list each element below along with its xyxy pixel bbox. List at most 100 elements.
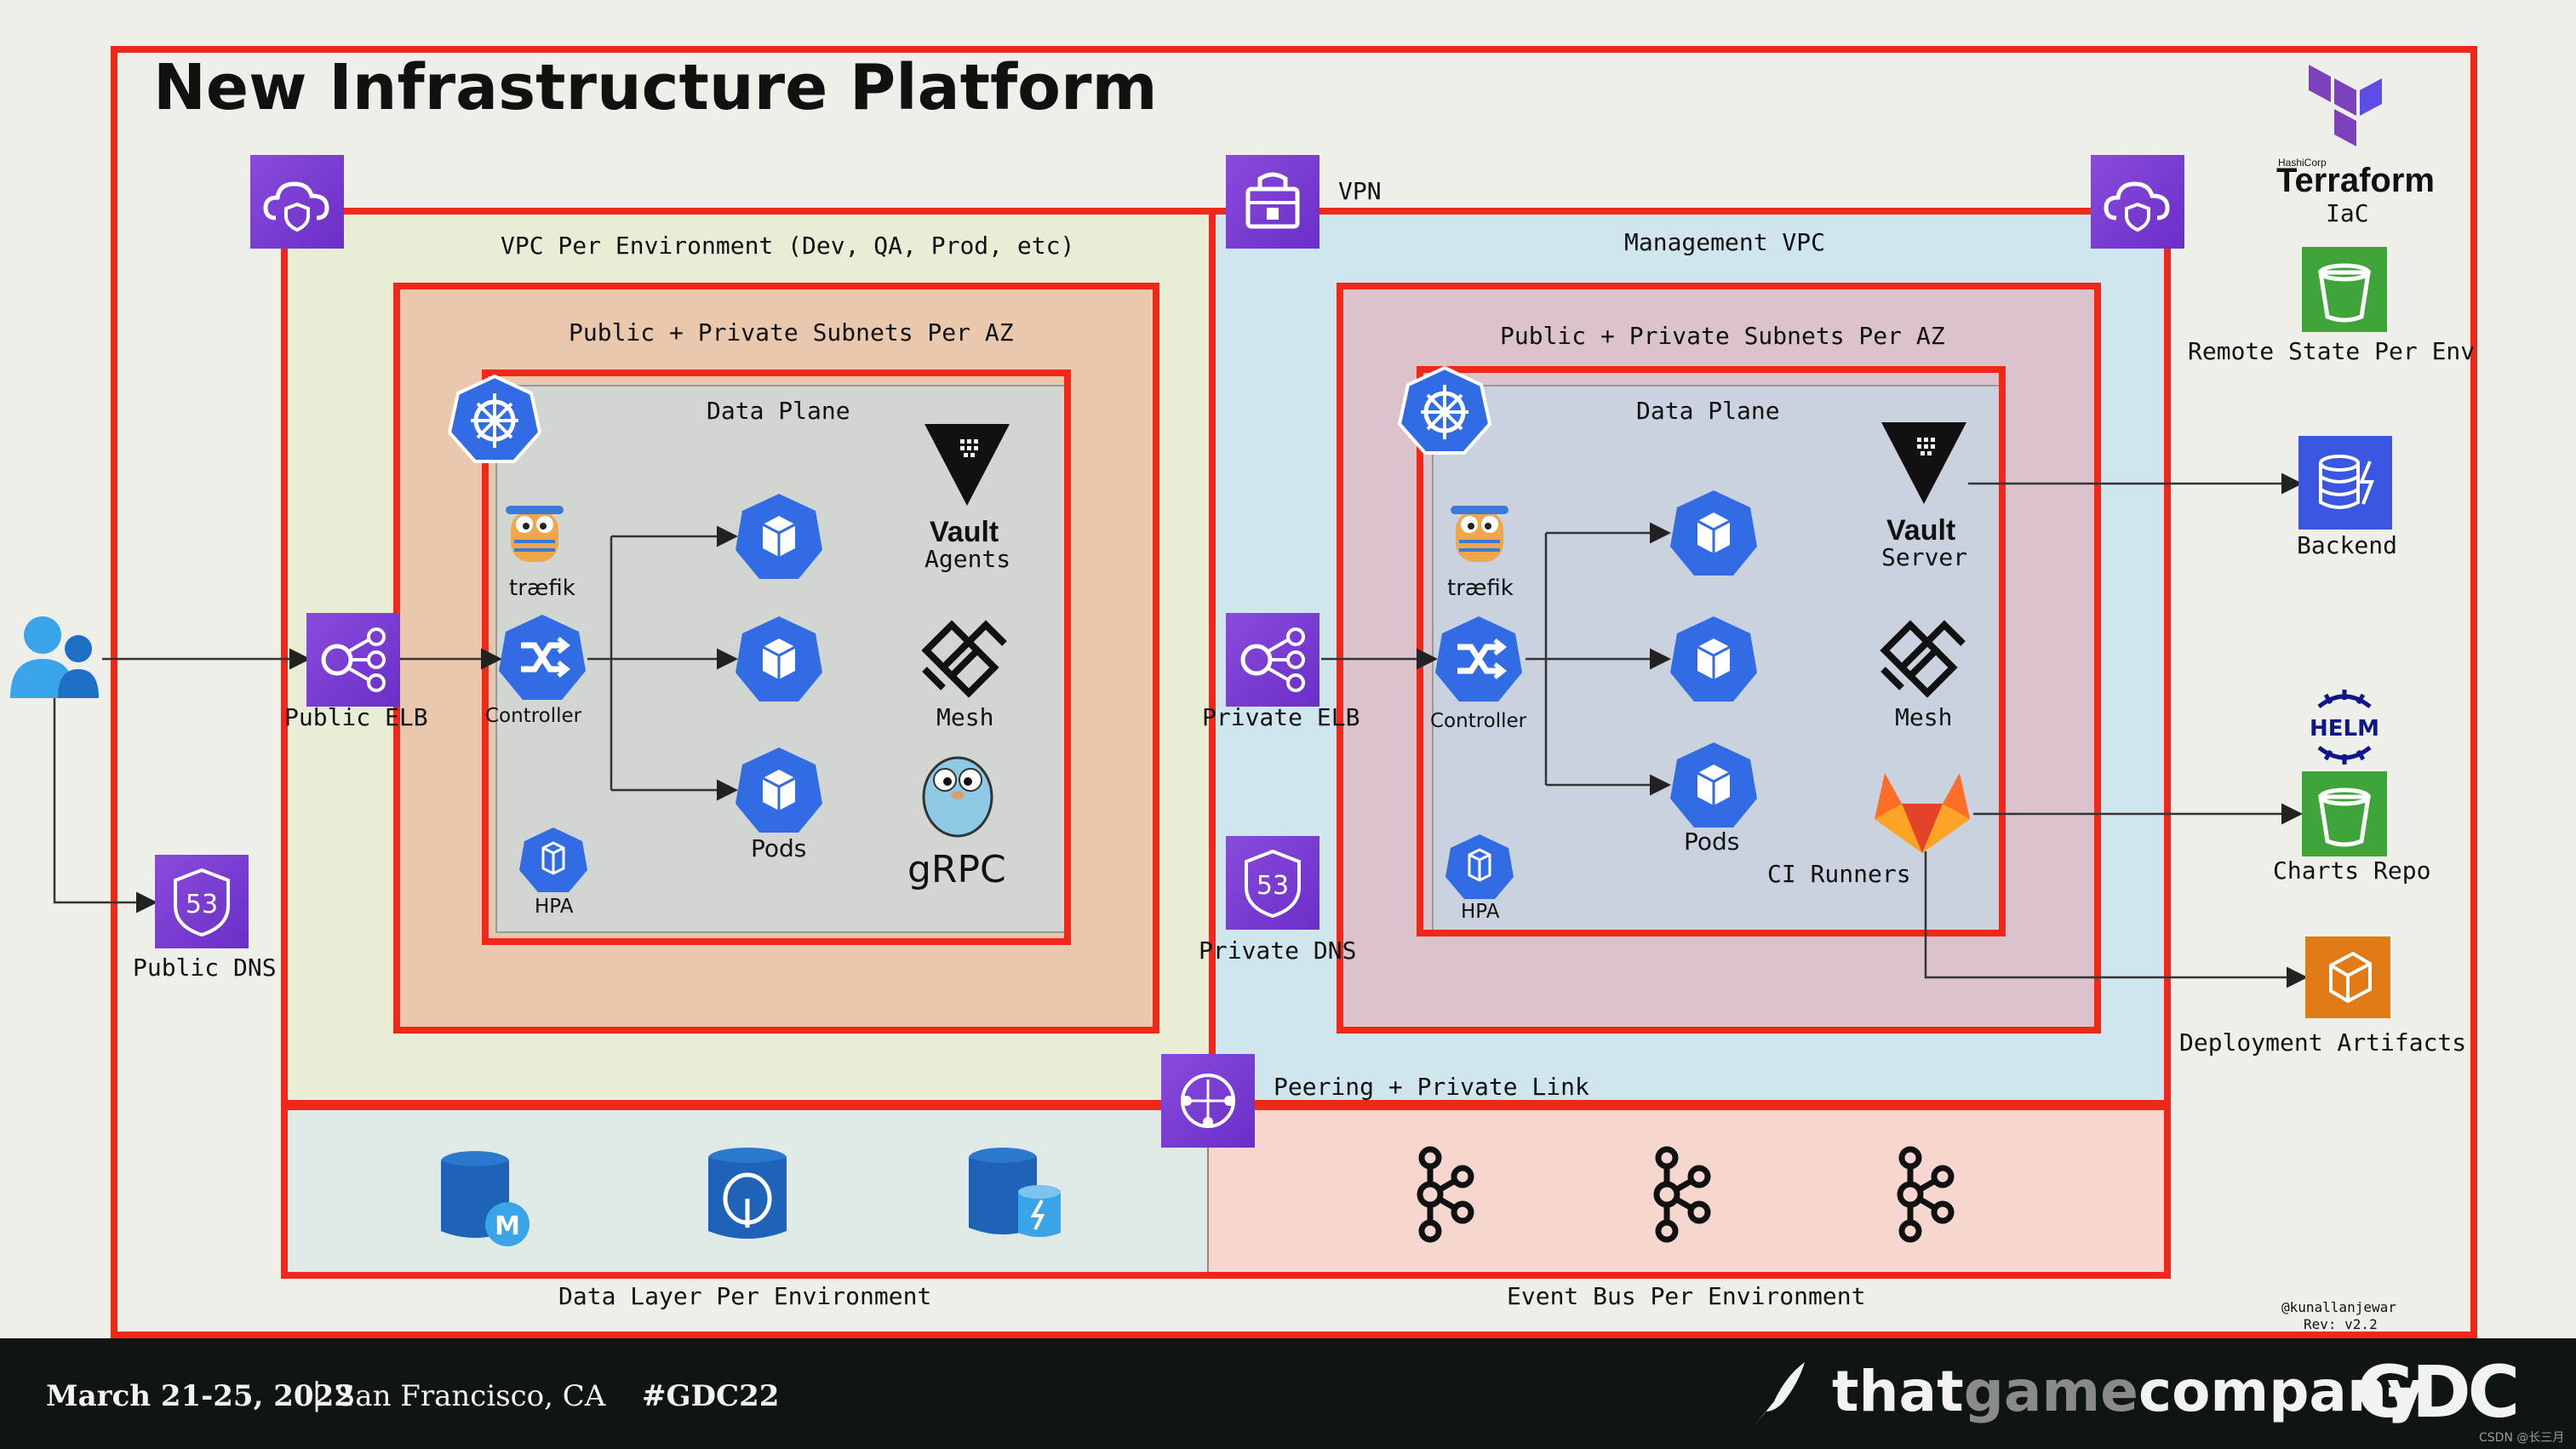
mgmt-vpc-cloud-icon <box>2091 155 2184 249</box>
remote-state-label: Remote State Per Env <box>2188 337 2476 365</box>
charts-repo-label: Charts Repo <box>2273 856 2431 885</box>
traefik-label: træfik <box>1447 576 1514 601</box>
hpa-icon <box>1445 834 1514 899</box>
helm-brand: HELM <box>2310 716 2379 742</box>
kubernetes-icon <box>1398 366 1491 455</box>
mesh-label: Mesh <box>936 703 994 731</box>
helm-icon: HELM <box>2310 690 2379 765</box>
event-dates: March 21-25, 2022 <box>46 1379 354 1413</box>
event-hashtag: #GDC22 <box>642 1379 780 1413</box>
company-game: game <box>1963 1359 2138 1424</box>
outer-frame <box>111 46 2477 1338</box>
vpn-label: VPN <box>1338 177 1382 205</box>
database-icon: M <box>441 1151 530 1246</box>
traefik-gopher-icon <box>506 506 564 562</box>
company-that: that <box>1832 1359 1964 1424</box>
private-elb-label: Private ELB <box>1202 703 1360 731</box>
terraform-brand: Terraform <box>2276 162 2435 199</box>
watermark: CSDN @长三月 <box>2479 1431 2565 1445</box>
kafka-icon <box>1417 1146 1474 1243</box>
feather-icon <box>1754 1362 1805 1427</box>
hpa-label: HPA <box>1461 901 1500 923</box>
controller-icon <box>1435 616 1522 702</box>
gitlab-icon <box>1875 773 1970 853</box>
vault-brand: Vault <box>930 516 999 548</box>
users-icon <box>10 616 99 698</box>
svg-text:53: 53 <box>1257 871 1289 901</box>
pod-icon <box>1670 742 1757 828</box>
page-title: New Infrastructure Platform <box>153 51 1158 124</box>
vault-brand: Vault <box>1886 514 1956 547</box>
vpc-env-label: VPC Per Environment (Dev, QA, Prod, etc) <box>501 232 1075 260</box>
env-controller-to-pods-lines <box>587 535 732 792</box>
kafka-icon <box>1897 1146 1955 1243</box>
deployment-artifacts-label: Deployment Artifacts <box>2179 1028 2467 1057</box>
pods-label: Pods <box>1684 828 1740 856</box>
hpa-icon <box>519 828 587 892</box>
mgmt-data-plane-label: Data Plane <box>1636 397 1780 425</box>
backend-label: Backend <box>2297 531 2398 559</box>
controller-label: Controller <box>485 705 582 727</box>
s3-bucket-icon <box>2302 771 2387 856</box>
peering-icon <box>1161 1054 1255 1148</box>
ci-to-artifacts-line <box>1924 851 2308 988</box>
region-divider <box>1207 1107 1209 1275</box>
iac-label: IaC <box>2326 199 2369 227</box>
gdc-logo: GDC <box>2356 1350 2520 1434</box>
private-dns-label: Private DNS <box>1199 936 1357 965</box>
mgmt-controller-to-pods-lines <box>1526 531 1665 787</box>
author-credit: @kunallanjewar <box>2281 1299 2396 1315</box>
backend-icon <box>2298 436 2392 530</box>
company-name: thatgamecompany <box>1832 1359 2424 1424</box>
footer-separator: | <box>312 1377 323 1412</box>
vault-icon <box>924 424 1010 506</box>
svg-text:53: 53 <box>186 890 218 919</box>
kafka-icon <box>1653 1146 1711 1243</box>
database-icon <box>969 1148 1061 1237</box>
event-bus-region <box>1209 1107 2166 1275</box>
public-dns-icon: 53 <box>155 855 249 948</box>
pods-label: Pods <box>751 834 807 862</box>
postgresql-icon <box>708 1148 787 1239</box>
pod-icon <box>1670 490 1757 576</box>
mesh-icon <box>921 620 1007 698</box>
company-rest: company <box>2138 1359 2424 1424</box>
pod-icon <box>1670 616 1757 702</box>
event-location: San Francisco, CA <box>335 1379 606 1413</box>
controller-label: Controller <box>1430 710 1527 732</box>
vpc-env-cloud-icon <box>250 155 344 249</box>
terraform-hashicorp-label: HashiCorp <box>2278 157 2327 169</box>
env-subnets-label: Public + Private Subnets Per AZ <box>569 318 1014 346</box>
pod-icon <box>736 747 822 833</box>
ci-runners-label: CI Runners <box>1767 860 1911 888</box>
mesh-icon <box>1880 620 1966 698</box>
data-layer-label: Data Layer Per Environment <box>558 1282 932 1310</box>
hpa-label: HPA <box>535 896 574 918</box>
traefik-label: træfik <box>509 576 575 601</box>
controller-icon <box>499 615 586 700</box>
terraform-icon <box>2309 65 2382 146</box>
peering-label: Peering + Private Link <box>1274 1073 1589 1101</box>
pod-icon <box>736 616 822 702</box>
users-to-dns-line <box>53 698 157 914</box>
public-elb-label: Public ELB <box>284 703 428 731</box>
grpc-label: gRPC <box>907 848 1006 891</box>
public-elb-icon <box>306 613 400 707</box>
private-elb-icon <box>1226 613 1319 707</box>
traefik-gopher-icon <box>1451 506 1508 562</box>
revision-label: Rev: v2.2 <box>2304 1316 2378 1332</box>
kubernetes-icon <box>448 375 541 463</box>
pod-icon <box>736 494 822 579</box>
grpc-gopher-icon <box>922 756 993 838</box>
vault-agents-label: Agents <box>924 545 1011 573</box>
event-bus-label: Event Bus Per Environment <box>1507 1282 1866 1310</box>
s3-bucket-icon <box>2302 247 2387 332</box>
public-dns-label: Public DNS <box>133 954 277 982</box>
footer-bar: March 21-25, 2022 | San Francisco, CA #G… <box>0 1338 2576 1449</box>
mesh-label: Mesh <box>1895 703 1953 731</box>
vpn-icon <box>1226 155 1319 249</box>
vault-icon <box>1881 422 1966 504</box>
vault-server-label: Server <box>1881 543 1968 571</box>
artifacts-icon <box>2305 936 2390 1018</box>
